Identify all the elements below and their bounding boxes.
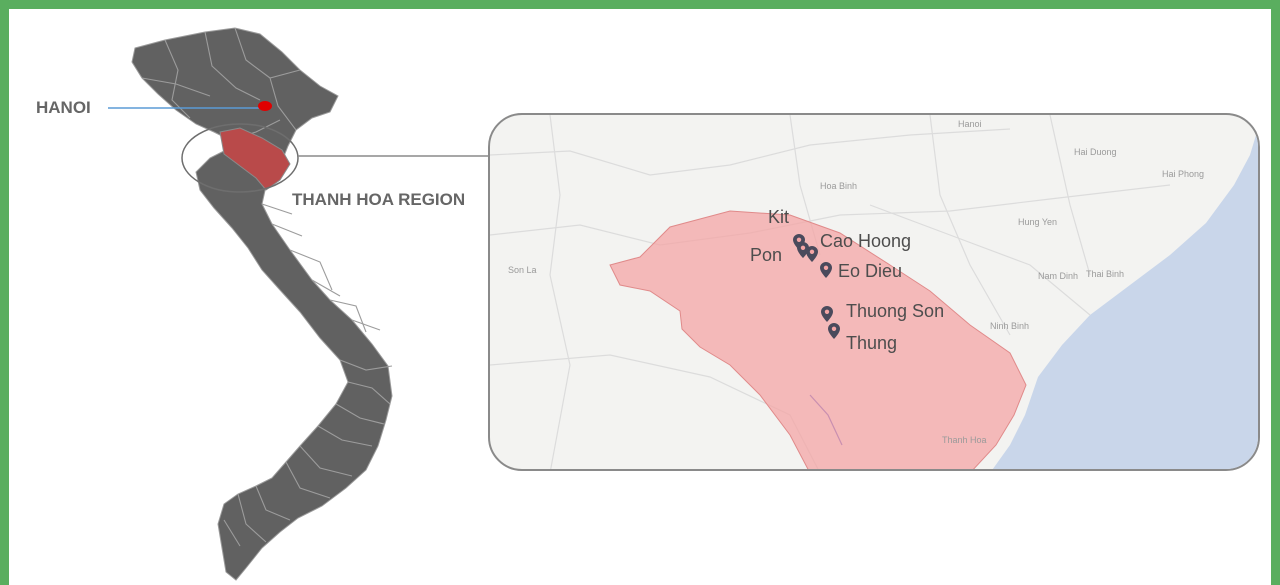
region-label: THANH HOA REGION [292, 190, 466, 209]
place-ninh-binh: Ninh Binh [990, 321, 1030, 331]
place-hoa-binh: Hoa Binh [820, 181, 858, 191]
map-pin-icon[interactable] [806, 246, 818, 262]
place-thai-binh: Thai Binh [1086, 269, 1125, 279]
sea-area [992, 128, 1258, 469]
thanh-hoa-overlay [609, 210, 1027, 469]
site-label-kit: Kit [768, 207, 790, 227]
map-pin-icon[interactable] [821, 306, 833, 322]
inset-map-canvas [490, 115, 1258, 469]
site-label-pon: Pon [750, 245, 783, 265]
hanoi-label: HANOI [36, 98, 91, 117]
inset-map: Hanoi Hai Duong Hai Phong Hoa Binh Hung … [488, 113, 1260, 471]
place-hung-yen: Hung Yen [1018, 217, 1058, 227]
map-pin-icon[interactable] [797, 242, 809, 258]
place-hai-phong: Hai Phong [1162, 169, 1205, 179]
place-nam-dinh: Nam Dinh [1038, 271, 1079, 281]
hanoi-dot [258, 101, 272, 111]
map-pin-icon[interactable] [828, 323, 840, 339]
site-label-thung: Thung [846, 333, 898, 353]
site-label-cao-hoong: Cao Hoong [820, 231, 912, 251]
vietnam-map [108, 27, 488, 581]
site-label-eo-dieu: Eo Dieu [838, 261, 903, 281]
map-pin-icon[interactable] [820, 262, 832, 278]
province-borders [141, 27, 393, 547]
vietnam-shape [131, 27, 393, 581]
place-son-la: Son La [508, 265, 537, 275]
place-hai-duong: Hai Duong [1074, 147, 1117, 157]
place-thanh-hoa: Thanh Hoa [942, 435, 987, 445]
place-hanoi: Hanoi [958, 119, 982, 129]
river-line [809, 394, 843, 446]
thanh-hoa-region-shape [219, 127, 291, 191]
site-label-thuong-son: Thuong Son [846, 301, 945, 321]
region-highlight-circle [181, 123, 299, 193]
